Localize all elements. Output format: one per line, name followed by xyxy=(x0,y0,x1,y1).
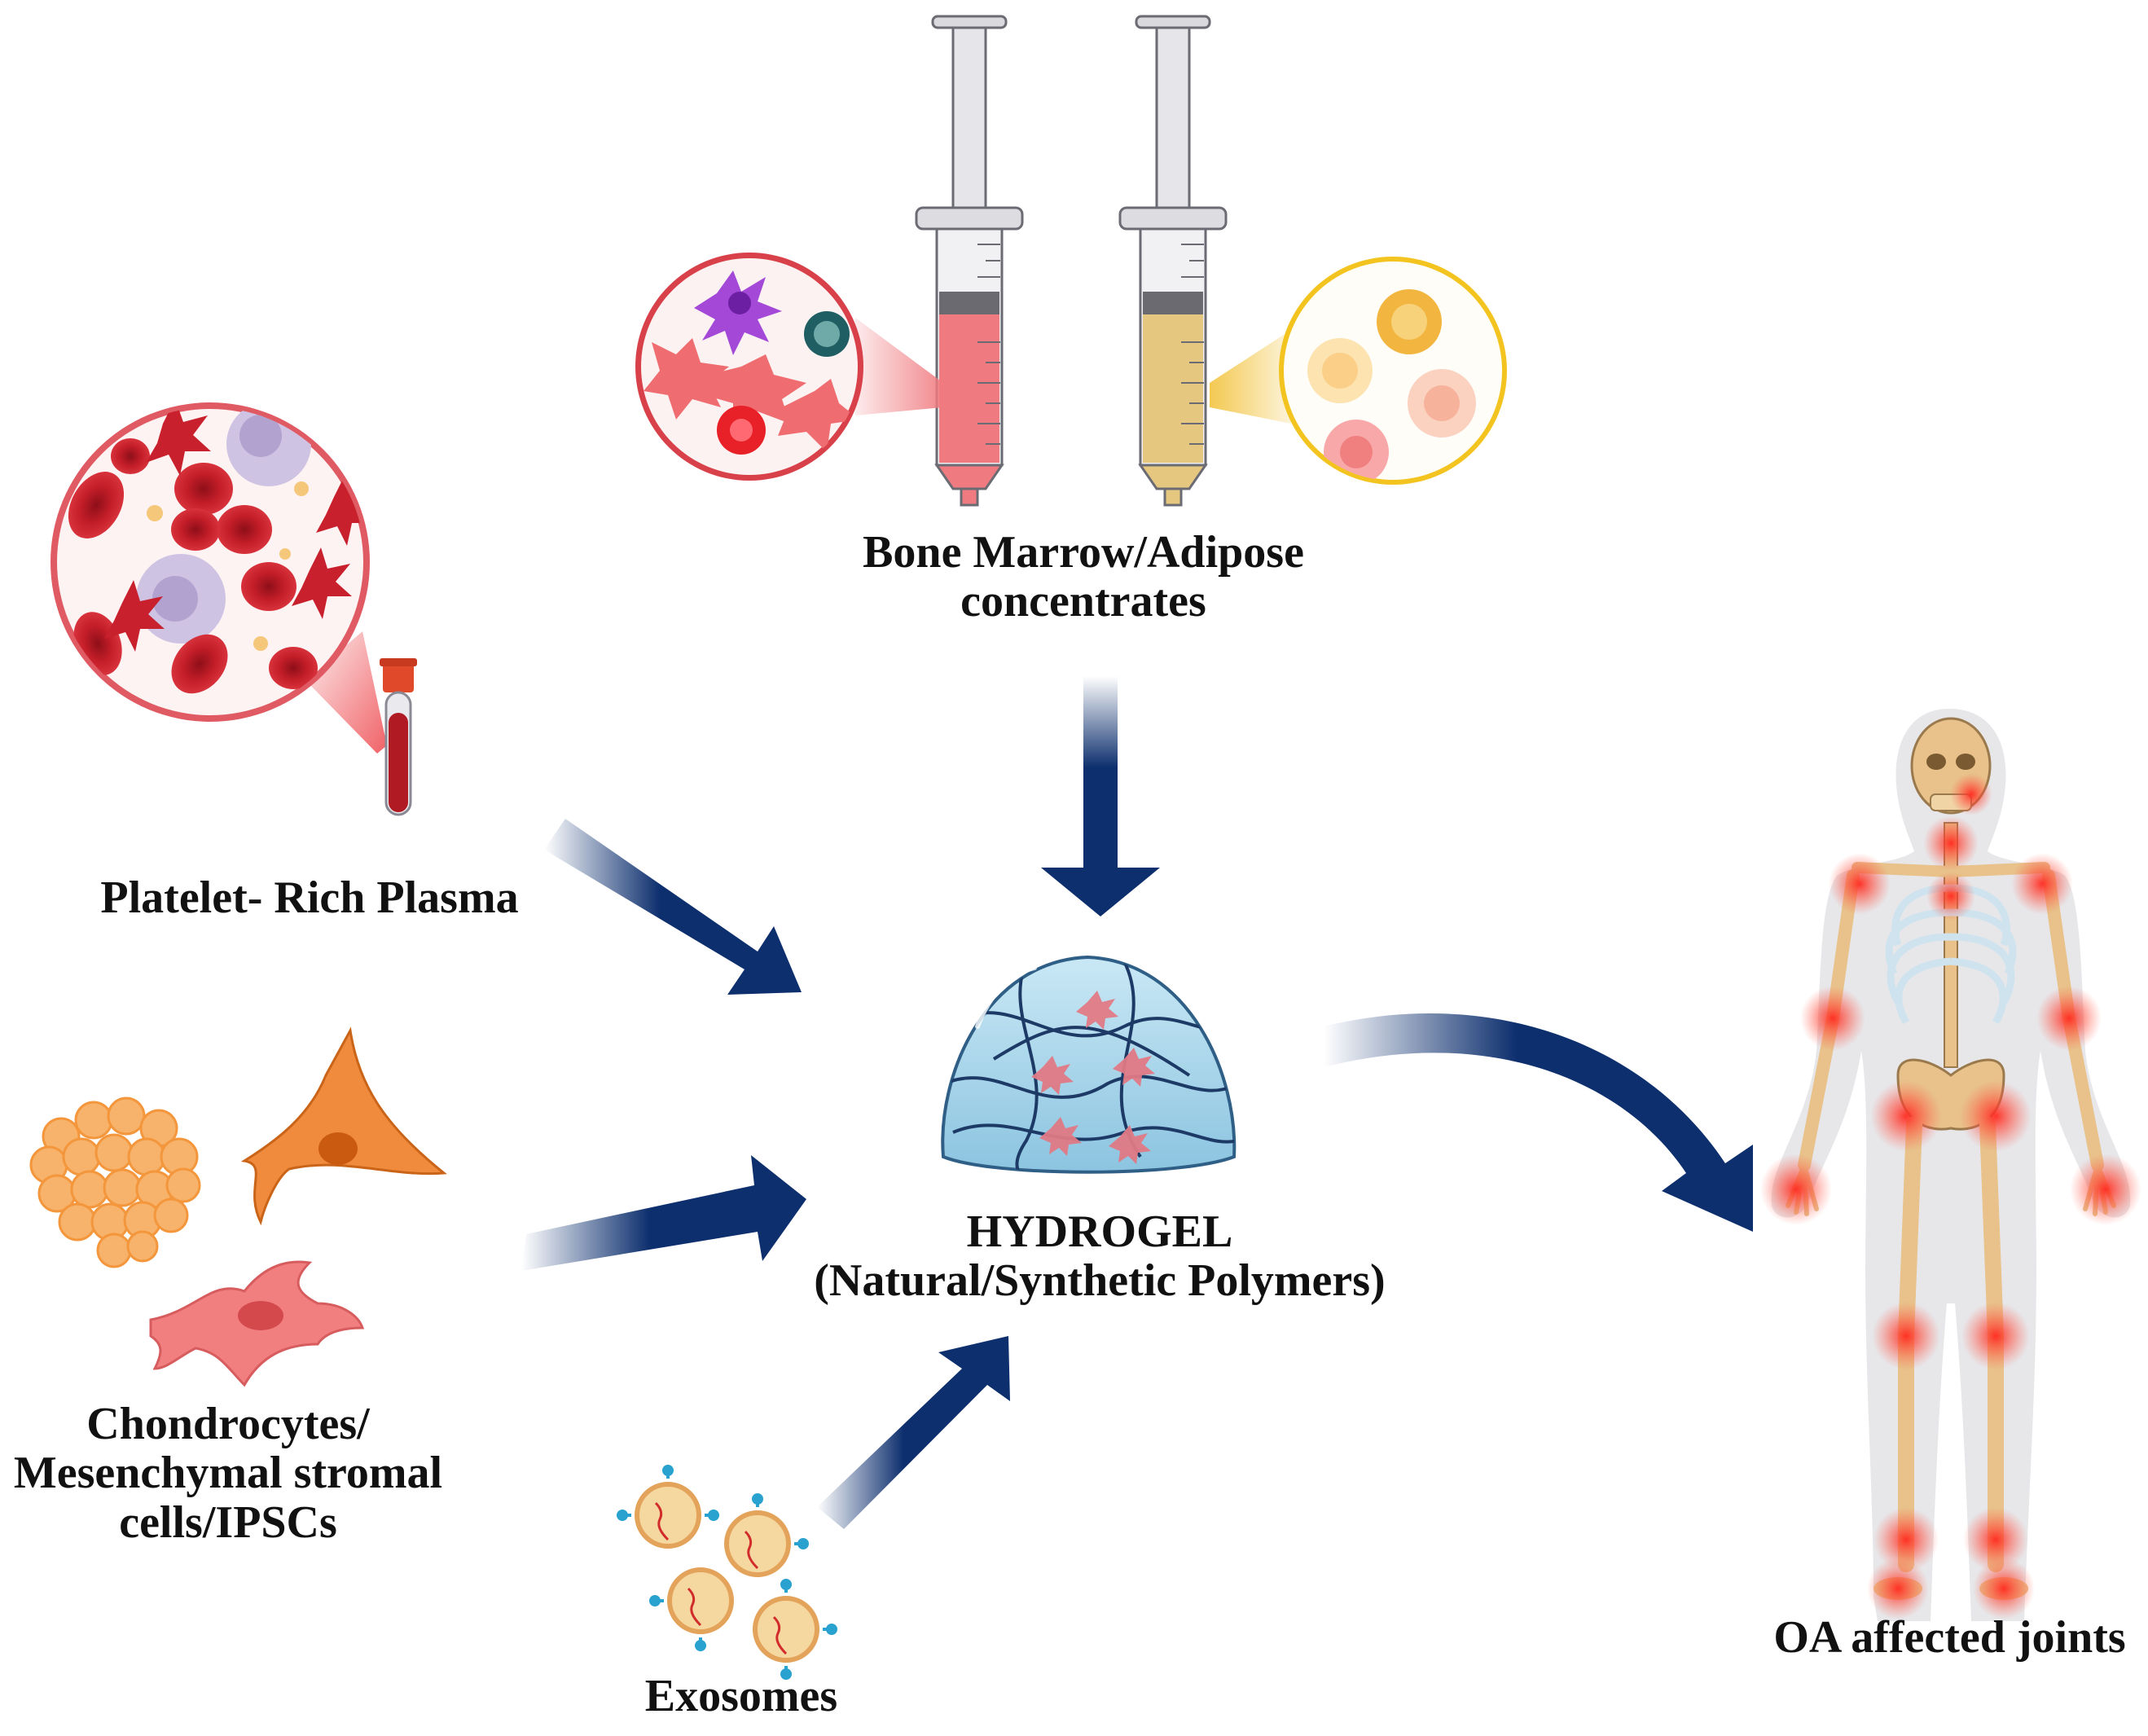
cells-label-line-2: Mesenchymal stromal xyxy=(13,1448,443,1499)
prp-label: Platelet- Rich Plasma xyxy=(49,872,570,923)
prp-label-text: Platelet- Rich Plasma xyxy=(100,872,519,923)
blood-tube-icon xyxy=(380,658,417,816)
joint-inflammation-markers xyxy=(1760,773,2141,1620)
cells-label: Chondrocytes/ Mesenchymal stromal cells/… xyxy=(0,1399,456,1548)
arrow-bone-marrow-to-hydrogel xyxy=(1041,676,1160,916)
oa-label-text: OA affected joints xyxy=(1773,1612,2126,1663)
exosome-icon xyxy=(617,1465,837,1680)
arrow-cells-to-hydrogel xyxy=(521,1155,806,1271)
arrow-hydrogel-to-joints xyxy=(1324,1013,1753,1232)
exosomes-label: Exosomes xyxy=(619,1672,863,1721)
hydrogel-label: HYDROGEL (Natural/Synthetic Polymers) xyxy=(774,1207,1425,1306)
skeleton-icon xyxy=(1760,709,2141,1621)
bone-marrow-label: Bone Marrow/Adipose concentrates xyxy=(815,528,1352,626)
bone-marrow-label-line-2: concentrates xyxy=(960,576,1206,627)
adipose-cells-magnifier-icon xyxy=(1210,257,1507,485)
cells-label-line-1: Chondrocytes/ xyxy=(86,1399,370,1449)
exosomes-label-text: Exosomes xyxy=(644,1671,838,1721)
cells-label-line-3: cells/IPSCs xyxy=(119,1496,337,1548)
red-syringe-icon xyxy=(915,15,1024,507)
bone-marrow-label-line-1: Bone Marrow/Adipose xyxy=(863,527,1304,578)
bone-marrow-cells-magnifier-icon xyxy=(635,253,943,481)
stromal-cell-icon xyxy=(240,1026,447,1226)
arrow-prp-to-hydrogel xyxy=(544,819,802,995)
yellow-syringe-icon xyxy=(1118,15,1228,507)
blood-cells-magnifier-icon xyxy=(51,402,387,754)
hydrogel-icon xyxy=(941,955,1237,1174)
ipsc-cell-icon xyxy=(149,1260,365,1387)
hydrogel-label-line-2: (Natural/Synthetic Polymers) xyxy=(814,1255,1386,1307)
chondrocyte-cluster-icon xyxy=(29,1097,201,1268)
hydrogel-label-line-1: HYDROGEL xyxy=(966,1206,1233,1257)
arrow-exosomes-to-hydrogel xyxy=(817,1336,1010,1529)
oa-label: OA affected joints xyxy=(1751,1612,2148,1663)
